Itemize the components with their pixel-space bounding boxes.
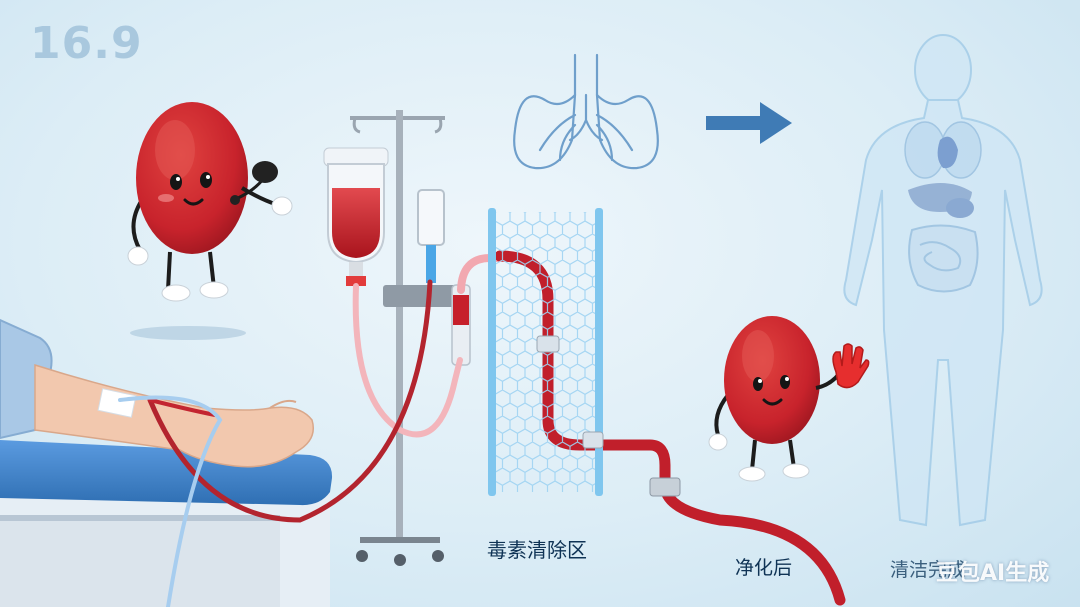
- patient-arm: [0, 318, 314, 468]
- iv-pole: [350, 110, 463, 566]
- cleaning-complete-label: 清洁完成: [890, 559, 967, 581]
- aspect-ratio-label: 16.9: [30, 18, 143, 69]
- arrow-right-icon: [706, 102, 792, 144]
- drip-chamber: [417, 189, 471, 366]
- filter-column: [488, 208, 681, 497]
- waving-hand-icon: [832, 343, 870, 389]
- treatment-chair: [0, 440, 333, 607]
- blood-bag: [323, 147, 389, 286]
- blood-cell-mascot-purified: [708, 316, 844, 482]
- human-body-silhouette-icon: [843, 34, 1043, 527]
- ai-generated-watermark: 豆包AI生成: [936, 561, 1050, 586]
- lungs-outline-icon: [513, 53, 659, 170]
- blood-cell-mascot-presenter: [127, 102, 293, 340]
- microphone-icon: [230, 161, 278, 205]
- purified-label: 净化后: [735, 557, 793, 579]
- toxin-removal-zone-label: 毒素清除区: [487, 538, 587, 562]
